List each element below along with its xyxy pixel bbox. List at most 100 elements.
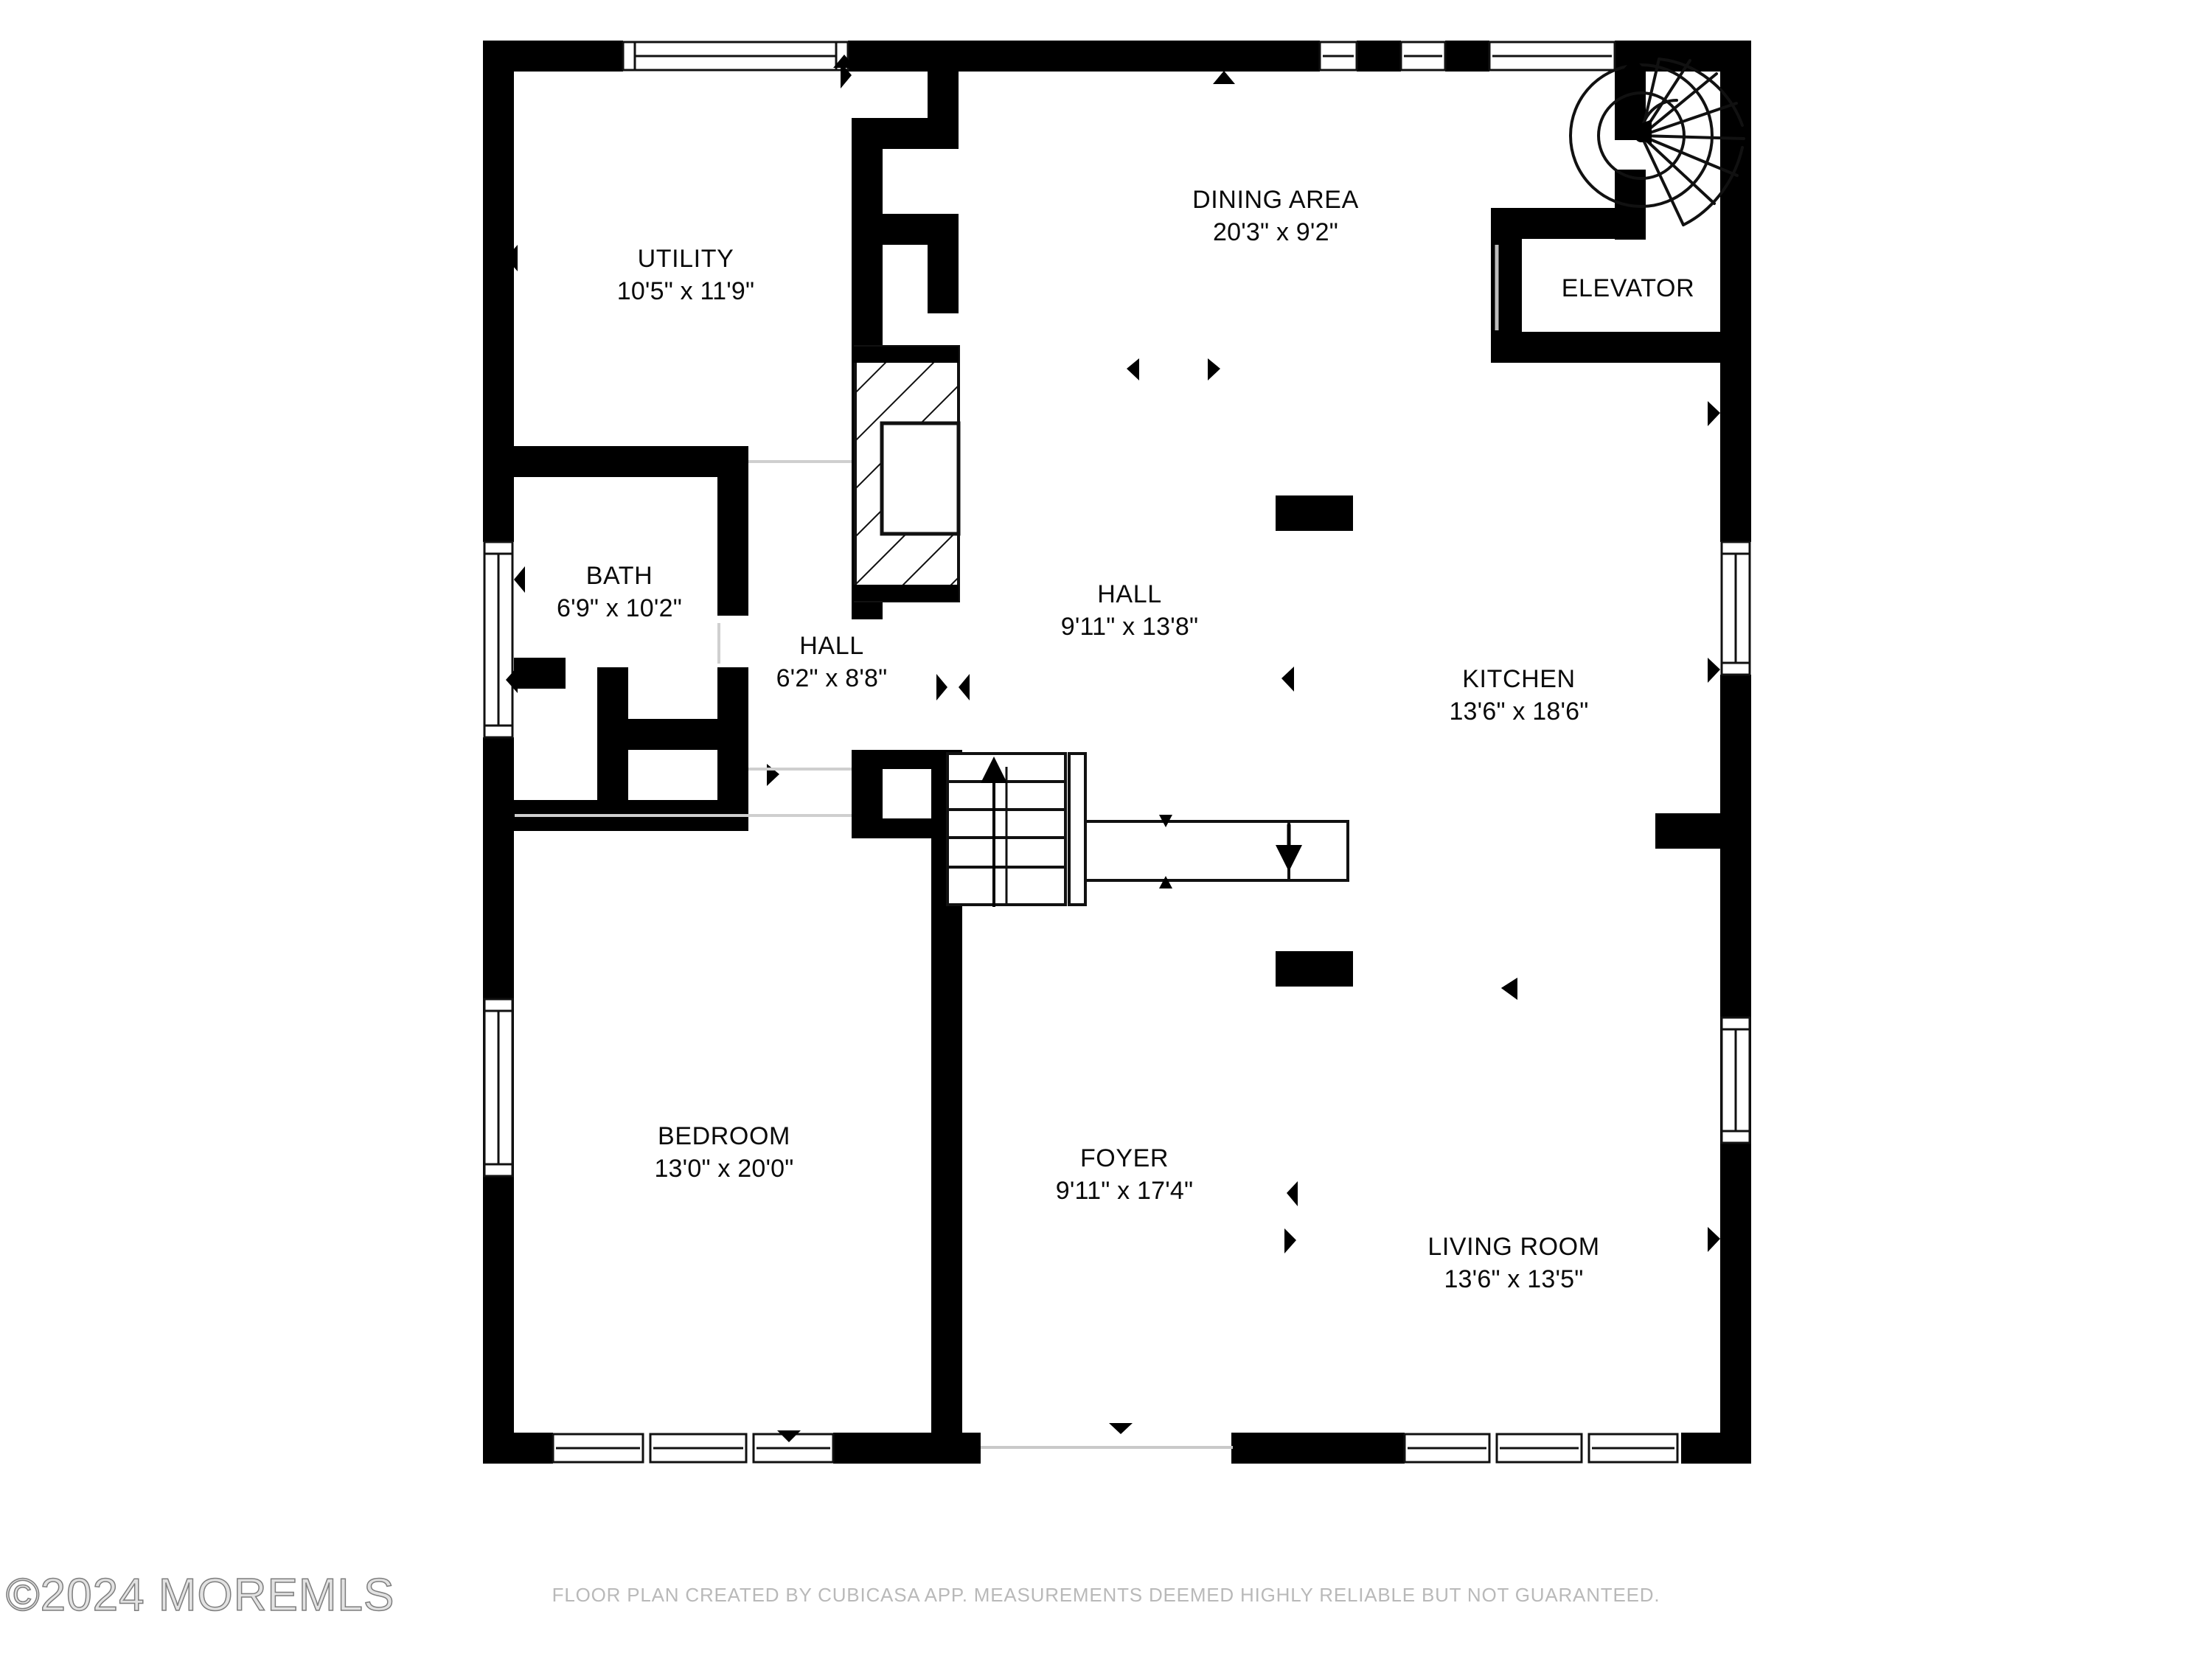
room-label-living-room: LIVING ROOM 13'6" x 13'5"	[1403, 1231, 1624, 1295]
window-left-bath	[483, 540, 514, 739]
marker-23	[833, 55, 855, 68]
stair-landing	[1084, 820, 1290, 882]
room-label-hall-small: HALL 6'2" x 8'8"	[743, 630, 920, 695]
marker-21	[1109, 1423, 1133, 1434]
room-name-living-room: LIVING ROOM	[1427, 1233, 1600, 1261]
window-right-living	[1720, 1016, 1751, 1144]
marker-13	[1281, 667, 1294, 692]
wall-chimney-top	[852, 347, 959, 363]
window-top-dining-3	[1488, 41, 1616, 72]
wall-top-mid3	[1445, 41, 1489, 72]
room-name-hall-small: HALL	[799, 632, 864, 660]
marker-6	[514, 566, 525, 593]
marker-2	[506, 245, 518, 271]
wall-kitchen-stub	[1655, 813, 1751, 849]
window-bottom-living-2	[1495, 1433, 1583, 1464]
threshold-lines	[515, 460, 852, 817]
room-dims-bedroom: 13'0" x 20'0"	[654, 1154, 794, 1183]
wall-alcove-right-top	[928, 70, 959, 122]
room-name-hall-main: HALL	[1097, 580, 1162, 608]
marker-9	[936, 674, 947, 700]
interior-walls	[483, 70, 1751, 1464]
marker-15	[1287, 1181, 1298, 1206]
window-top-dining-1	[1318, 41, 1358, 72]
window-bottom-bedroom-1	[552, 1433, 644, 1464]
fixture-counter-upper	[1276, 495, 1353, 531]
room-label-dining: DINING AREA 20'3" x 9'2"	[1165, 184, 1386, 248]
wall-bath-top	[483, 446, 748, 477]
wall-top-mid2	[1357, 41, 1401, 72]
room-dims-hall-main: 9'11" x 13'8"	[1060, 612, 1199, 641]
window-top-dining-2	[1399, 41, 1447, 72]
staircase-spiral	[1569, 58, 1745, 226]
stair-up-arrow	[981, 757, 1007, 783]
wall-bottom-c	[1231, 1433, 1405, 1464]
wall-closet-mid	[597, 719, 719, 750]
window-left-bedroom	[483, 998, 514, 1178]
wall-alcove-top	[852, 118, 959, 149]
room-dims-dining: 20'3" x 9'2"	[1213, 218, 1338, 246]
room-label-hall-main: HALL 9'11" x 13'8"	[1034, 579, 1225, 643]
marker-1	[841, 62, 852, 88]
wall-elevator-top	[1491, 208, 1627, 239]
room-dims-bath: 6'9" x 10'2"	[557, 594, 682, 622]
footer-disclaimer: FLOOR PLAN CREATED BY CUBICASA APP. MEAS…	[552, 1584, 1660, 1606]
wall-chimney-bottom	[852, 585, 959, 601]
mls-watermark: ©2024 MOREMLS	[5, 1569, 395, 1621]
marker-22	[777, 1430, 801, 1442]
marker-19	[1708, 658, 1720, 683]
wall-alcove-right-bottom	[928, 232, 959, 313]
room-label-elevator: ELEVATOR	[1532, 273, 1724, 305]
wall-elevator-bottom	[1491, 332, 1751, 363]
window-right-kitchen	[1720, 540, 1751, 676]
room-name-dining: DINING AREA	[1192, 186, 1359, 214]
room-name-elevator: ELEVATOR	[1561, 274, 1695, 302]
room-label-utility: UTILITY 10'5" x 11'9"	[597, 243, 774, 307]
window-bottom-bedroom-2	[649, 1433, 748, 1464]
window-bottom-bedroom-3	[752, 1433, 835, 1464]
room-label-kitchen: KITCHEN 13'6" x 18'6"	[1423, 664, 1615, 728]
marker-16	[1284, 1228, 1296, 1253]
marker-18	[1708, 401, 1720, 426]
marker-4	[531, 451, 546, 475]
interior-fill	[483, 41, 1751, 1464]
window-group-top	[622, 41, 1616, 72]
marker-24	[1213, 71, 1235, 84]
marker-25	[1622, 58, 1646, 71]
room-dims-hall-small: 6'2" x 8'8"	[776, 664, 888, 692]
wall-bath-right-lower	[717, 667, 748, 804]
marker-5	[672, 451, 687, 475]
marker-landing-bottom	[1159, 876, 1172, 888]
room-dims-utility: 10'5" x 11'9"	[616, 276, 755, 305]
marker-10	[959, 674, 970, 700]
marker-12	[1208, 358, 1220, 380]
room-name-bedroom: BEDROOM	[658, 1122, 790, 1150]
wall-bath-stub-left	[514, 658, 566, 689]
wall-bottom-a	[483, 1433, 553, 1464]
marker-8	[532, 805, 556, 817]
window-bottom-living-1	[1403, 1433, 1491, 1464]
fixture-counter-lower	[1276, 951, 1353, 987]
window-group-bottom	[552, 1433, 1679, 1464]
marker-landing-top	[1159, 815, 1172, 827]
wall-right-upper	[1720, 41, 1751, 542]
staircase-main	[946, 752, 1349, 907]
room-dims-living-room: 13'6" x 13'5"	[1444, 1265, 1584, 1293]
wall-bottom-d	[1681, 1433, 1751, 1464]
marker-26	[1501, 978, 1517, 1000]
room-name-kitchen: KITCHEN	[1462, 665, 1576, 693]
room-dims-kitchen: 13'6" x 18'6"	[1449, 697, 1589, 726]
fireplace-opening	[880, 421, 961, 536]
spiral-direction-arrow	[1622, 119, 1652, 145]
room-dims-foyer: 9'11" x 17'4"	[1055, 1176, 1194, 1205]
window-top-utility	[622, 41, 849, 72]
marker-3	[852, 230, 863, 257]
window-bottom-living-3	[1587, 1433, 1679, 1464]
marker-11	[1127, 358, 1139, 380]
room-label-foyer: FOYER 9'11" x 17'4"	[1029, 1143, 1220, 1207]
marker-17	[1708, 1227, 1720, 1252]
door-markers	[506, 55, 1720, 1442]
stair-rail	[1068, 752, 1087, 906]
